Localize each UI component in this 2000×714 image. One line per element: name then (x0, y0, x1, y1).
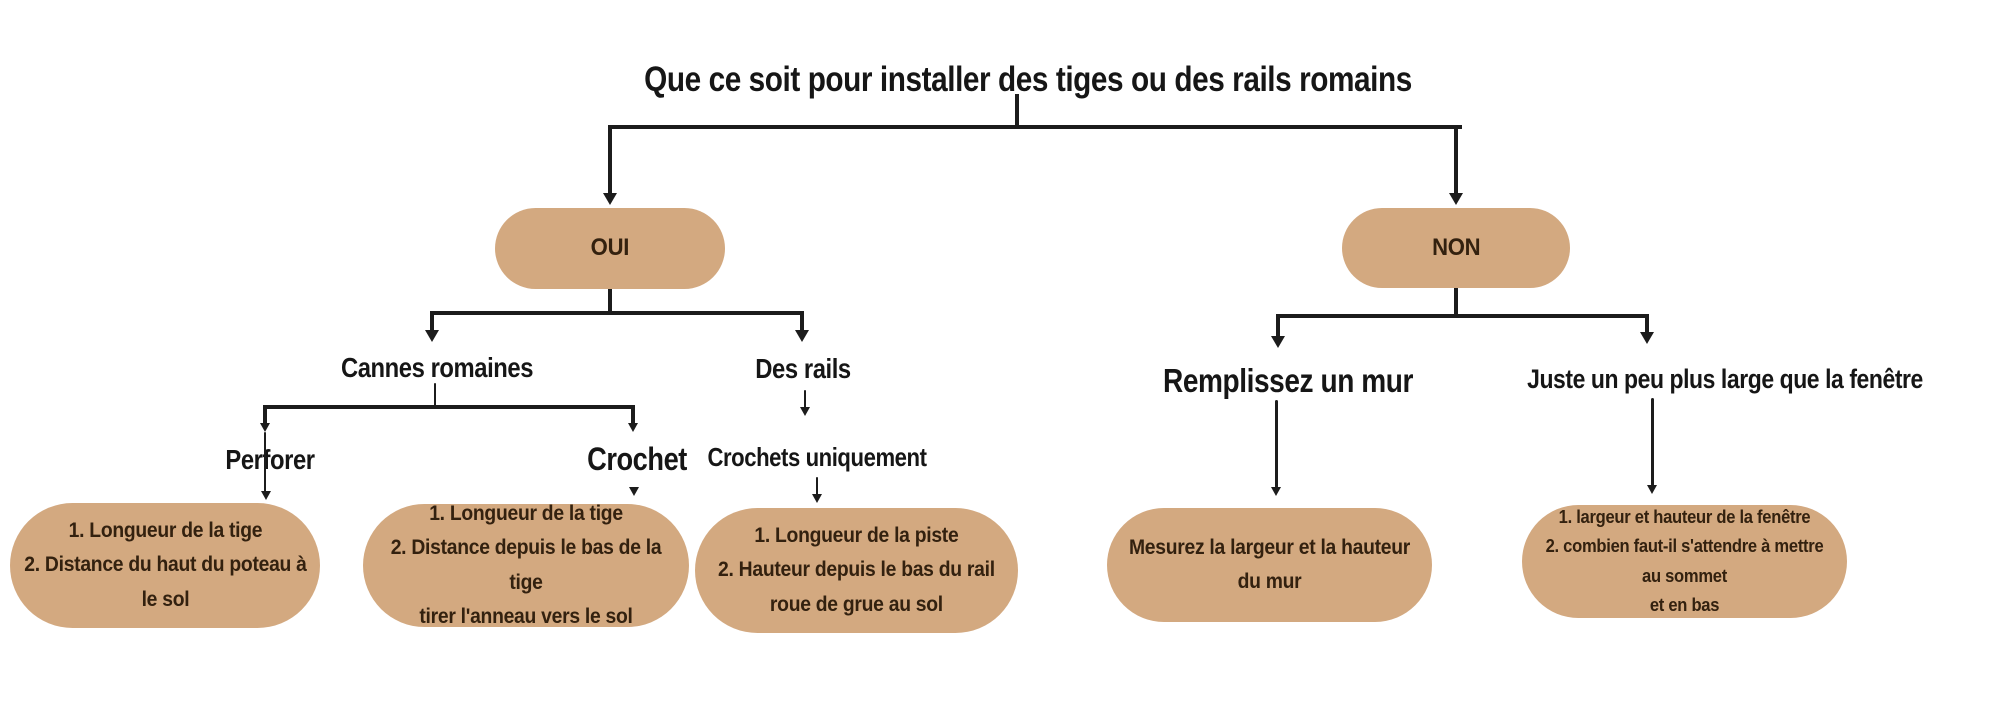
node-oui-label: OUI (590, 234, 630, 262)
node-non: NON (1342, 208, 1570, 288)
connector-mur-to-pill (1275, 400, 1278, 488)
page-title-text: Que ce soit pour installer des tiges ou … (644, 60, 1412, 99)
connector-title-stem (1015, 94, 1019, 129)
connector-to-rails (800, 311, 804, 332)
connector-to-fenetre (1645, 314, 1649, 333)
arrowhead-rails-stem (800, 407, 810, 416)
arrowhead-to-non (1449, 193, 1463, 205)
label-des-rails: Des rails (747, 353, 859, 385)
connector-to-oui (608, 125, 612, 193)
label-juste-plus-large-text: Juste un peu plus large que la fenêtre (1527, 364, 1923, 394)
arrowhead-to-mur (1271, 336, 1285, 348)
arrowhead-crochet-pill (629, 487, 639, 496)
label-remplissez-un-mur-text: Remplissez un mur (1163, 362, 1413, 399)
connector-to-cannes (430, 311, 434, 332)
node-measures-crochet: 1. Longueur de la tige 2. Distance depui… (363, 502, 689, 628)
arrowhead-perforer-pill (261, 491, 271, 500)
arrowhead-to-fenetre (1640, 332, 1654, 344)
connector-cannes-stem (434, 383, 436, 407)
arrowhead-to-cannes (425, 330, 439, 342)
connector-to-mur (1276, 314, 1280, 337)
label-remplissez-un-mur: Remplissez un mur (1141, 362, 1435, 400)
node-measures-mur: Mesurez la largeur et la hauteur du mur (1107, 508, 1432, 622)
connector-to-crochet (631, 405, 635, 424)
label-cannes-romaines: Cannes romaines (324, 352, 550, 384)
node-oui: OUI (495, 208, 725, 289)
arrowhead-to-oui (603, 193, 617, 205)
connector-rails-stem (804, 390, 806, 409)
arrowhead-to-perforer (260, 423, 270, 432)
node-measures-fenetre: 1. largeur et hauteur de la fenêtre 2. c… (1522, 505, 1847, 618)
node-measures-rails: 1. Longueur de la piste 2. Hauteur depui… (695, 508, 1018, 633)
arrowhead-crochets-pill (812, 494, 822, 503)
node-measures-perforer: 1. Longueur de la tige 2. Distance du ha… (10, 503, 320, 628)
label-crochets-uniquement: Crochets uniquement (688, 442, 946, 473)
connector-fenetre-to-pill (1651, 398, 1654, 486)
node-measures-crochet-text: 1. Longueur de la tige 2. Distance depui… (390, 502, 662, 628)
node-non-label: NON (1431, 233, 1481, 261)
label-perforer: Perforer (218, 444, 323, 476)
node-measures-rails-text: 1. Longueur de la piste 2. Hauteur depui… (718, 524, 995, 616)
connector-crochets-to-pill (816, 477, 818, 496)
label-crochet-text: Crochet (587, 441, 687, 477)
label-des-rails-text: Des rails (755, 353, 851, 384)
connector-to-non (1454, 125, 1458, 193)
node-measures-fenetre-text: 1. largeur et hauteur de la fenêtre 2. c… (1545, 507, 1824, 615)
connector-oui-stem (608, 289, 612, 315)
connector-non-branch (1276, 314, 1649, 318)
arrowhead-mur-pill (1271, 487, 1281, 496)
page-title: Que ce soit pour installer des tiges ou … (576, 60, 1479, 100)
arrowhead-to-rails (795, 330, 809, 342)
arrowhead-fenetre-pill (1647, 485, 1657, 494)
connector-perforer-to-pill (264, 432, 266, 492)
arrowhead-to-crochet (628, 423, 638, 432)
label-juste-plus-large: Juste un peu plus large que la fenêtre (1492, 364, 1958, 395)
connector-non-stem (1454, 288, 1458, 316)
node-measures-mur-text: Mesurez la largeur et la hauteur du mur (1128, 535, 1411, 593)
connector-top-horizontal (608, 125, 1462, 129)
node-measures-perforer-text: 1. Longueur de la tige 2. Distance du ha… (23, 519, 307, 611)
label-cannes-romaines-text: Cannes romaines (340, 352, 534, 383)
connector-cannes-branch (263, 405, 635, 409)
label-crochets-uniquement-text: Crochets uniquement (707, 442, 927, 472)
connector-oui-branch (430, 311, 804, 315)
connector-to-perforer (263, 405, 267, 424)
label-perforer-text: Perforer (225, 444, 315, 475)
label-crochet: Crochet (578, 441, 695, 478)
